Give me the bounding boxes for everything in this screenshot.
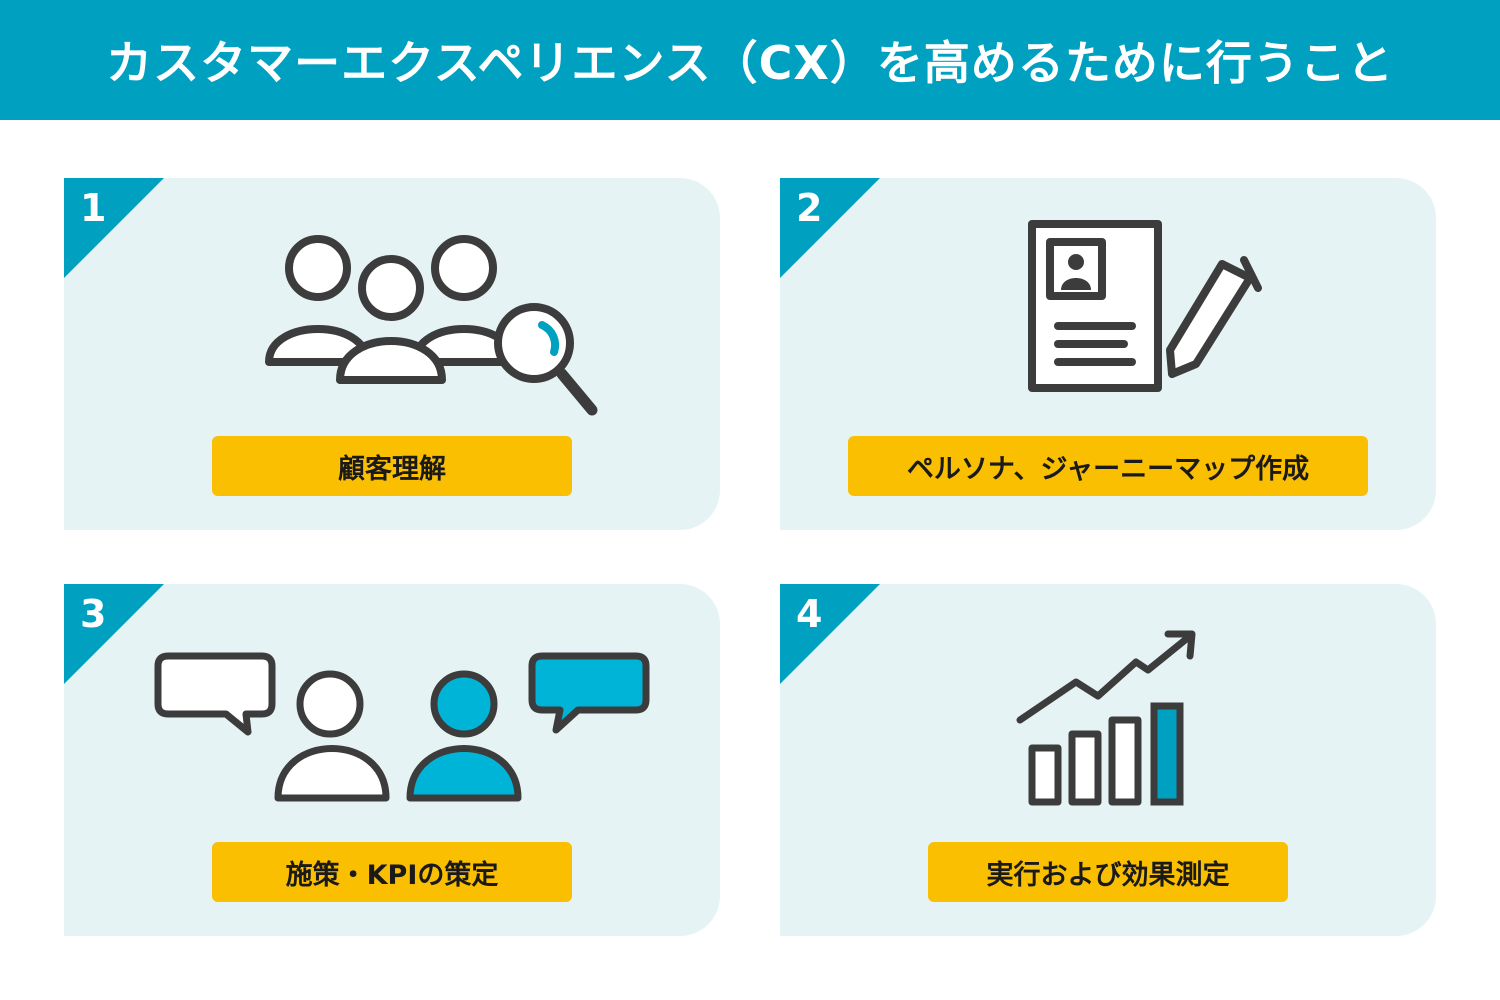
profile-document-pen-icon (1028, 220, 1262, 392)
step-card-2: 2 ペルソナ、ジャーニーマップ作成 (780, 178, 1436, 530)
step-label: 実行および効果測定 (928, 842, 1288, 902)
step-number: 1 (80, 186, 107, 230)
conversation-icon (154, 652, 650, 802)
growth-chart-icon (1016, 630, 1196, 806)
step-label: 施策・KPIの策定 (212, 842, 572, 902)
page-title: カスタマーエクスペリエンス（CX）を高めるために行うこと (106, 36, 1394, 90)
step-number: 2 (796, 186, 823, 230)
step-card-4: 4 実行および効果測定 (780, 584, 1436, 936)
step-card-3: 3 施策・KPIの策定 (64, 584, 720, 936)
step-number: 3 (80, 592, 107, 636)
step-label: ペルソナ、ジャーニーマップ作成 (848, 436, 1368, 496)
step-number: 4 (796, 592, 823, 636)
header-bar: カスタマーエクスペリエンス（CX）を高めるために行うこと (0, 0, 1500, 120)
step-label: 顧客理解 (212, 436, 572, 496)
people-search-icon (265, 235, 598, 416)
step-card-1: 1 顧客理解 (64, 178, 720, 530)
